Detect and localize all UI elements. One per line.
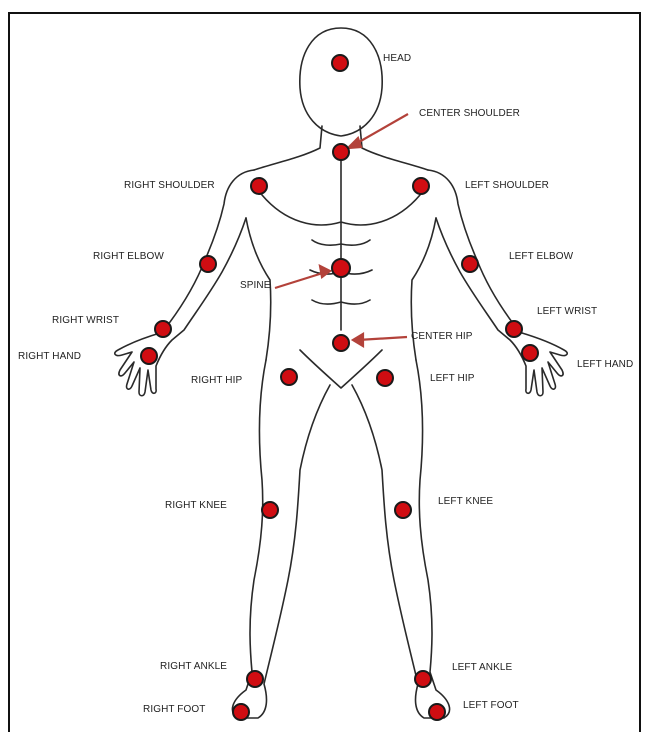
joint-right-hand — [141, 348, 157, 364]
joint-right-foot — [233, 704, 249, 720]
joint-center-hip — [333, 335, 349, 351]
joint-left-wrist — [506, 321, 522, 337]
joint-right-hip — [281, 369, 297, 385]
joint-left-hand — [522, 345, 538, 361]
left-arm-outline — [428, 170, 567, 396]
label-center-shoulder: CENTER SHOULDER — [419, 108, 520, 119]
right-leg-outline — [232, 360, 330, 718]
spine-arrow-head — [320, 266, 330, 277]
label-right-shoulder: RIGHT SHOULDER — [124, 180, 215, 191]
joint-spine — [332, 259, 350, 277]
label-right-hip: RIGHT HIP — [191, 375, 242, 386]
label-head: HEAD — [383, 53, 411, 64]
left-leg-outline — [352, 360, 450, 718]
label-left-shoulder: LEFT SHOULDER — [465, 180, 549, 191]
groin-outline — [300, 350, 382, 388]
joint-left-ankle — [415, 671, 431, 687]
label-spine: SPINE — [240, 280, 271, 291]
joint-right-ankle — [247, 671, 263, 687]
label-right-elbow: RIGHT ELBOW — [93, 251, 164, 262]
joint-left-elbow — [462, 256, 478, 272]
label-left-wrist: LEFT WRIST — [537, 306, 597, 317]
joint-head — [332, 55, 348, 71]
label-left-ankle: LEFT ANKLE — [452, 662, 512, 673]
label-left-knee: LEFT KNEE — [438, 496, 493, 507]
right-arm-outline — [115, 170, 254, 396]
joint-right-wrist — [155, 321, 171, 337]
label-right-hand: RIGHT HAND — [18, 351, 81, 362]
chest-outline — [262, 160, 420, 330]
label-left-hip: LEFT HIP — [430, 373, 475, 384]
spine-arrow-line — [275, 272, 326, 288]
center-hip-arrow-line — [358, 337, 407, 340]
label-right-knee: RIGHT KNEE — [165, 500, 227, 511]
joint-left-shoulder — [413, 178, 429, 194]
joint-right-elbow — [200, 256, 216, 272]
label-right-foot: RIGHT FOOT — [143, 704, 205, 715]
joint-right-shoulder — [251, 178, 267, 194]
label-left-elbow: LEFT ELBOW — [509, 251, 573, 262]
label-left-foot: LEFT FOOT — [463, 700, 519, 711]
joint-center-shoulder — [333, 144, 349, 160]
joint-right-knee — [262, 502, 278, 518]
joint-left-knee — [395, 502, 411, 518]
center-shoulder-arrow-head — [348, 138, 361, 148]
label-right-ankle: RIGHT ANKLE — [160, 661, 227, 672]
body-outline — [115, 28, 567, 718]
head-outline — [300, 28, 382, 136]
label-left-hand: LEFT HAND — [577, 359, 633, 370]
joint-left-foot — [429, 704, 445, 720]
joint-left-hip — [377, 370, 393, 386]
label-center-hip: CENTER HIP — [411, 331, 473, 342]
center-hip-arrow-head — [353, 334, 363, 346]
label-right-wrist: RIGHT WRIST — [52, 315, 119, 326]
